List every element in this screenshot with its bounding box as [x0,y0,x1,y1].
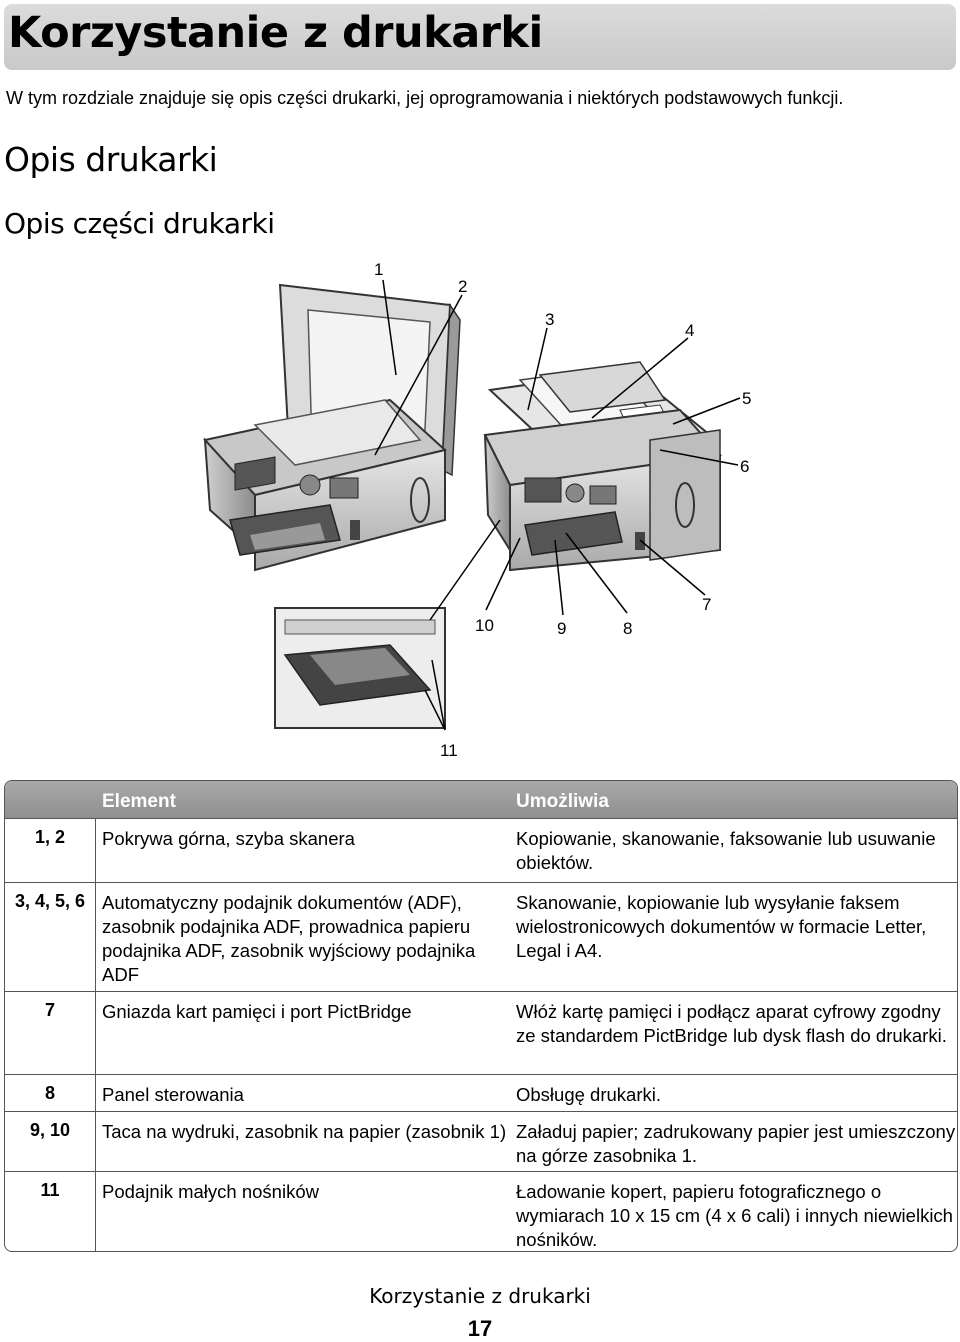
row-function: Włóż kartę pamięci i podłącz aparat cyfr… [516,1001,947,1046]
column-divider [95,819,96,1251]
row-number: 3, 4, 5, 6 [14,891,86,911]
callout-leader-lines [374,279,741,731]
parts-table: Element Umożliwia 1, 2 Pokrywa górna, sz… [4,780,958,1252]
header-element: Element [102,791,176,812]
callout-7: 7 [702,595,711,614]
callout-9: 9 [557,619,566,638]
table-row: 7 Gniazda kart pamięci i port PictBridge… [5,992,957,1075]
row-number: 1, 2 [34,827,66,847]
table-row: 8 Panel sterowania Obsługę drukarki. [5,1075,957,1112]
section-title: Opis drukarki [4,140,218,179]
callout-2: 2 [458,277,467,296]
row-function: Ładowanie kopert, papieru fotograficzneg… [516,1181,953,1250]
table-row: 11 Podajnik małych nośników Ładowanie ko… [5,1172,957,1251]
callout-1: 1 [374,260,383,279]
callout-10: 10 [475,616,494,635]
page-number: 17 [467,1316,493,1341]
callout-3: 3 [545,310,554,329]
row-element: Pokrywa górna, szyba skanera [102,828,355,849]
table-row: 1, 2 Pokrywa górna, szyba skanera Kopiow… [5,819,957,883]
callout-4: 4 [685,321,694,340]
header-function: Umożliwia [516,791,609,812]
callout-11: 11 [440,741,458,760]
row-function: Skanowanie, kopiowanie lub wysyłanie fak… [516,892,927,961]
row-number: 11 [40,1180,60,1200]
row-function: Kopiowanie, skanowanie, faksowanie lub u… [516,828,936,873]
printer-parts-figure: 1 2 3 4 5 6 7 8 9 10 11 [190,250,790,770]
row-element: Podajnik małych nośników [102,1181,319,1202]
subsection-title: Opis części drukarki [4,207,275,240]
printer-with-adf [483,361,722,572]
row-element: Gniazda kart pamięci i port PictBridge [102,1001,412,1022]
row-number: 9, 10 [29,1120,71,1140]
chapter-title: Korzystanie z drukarki [8,8,543,58]
row-function: Obsługę drukarki. [516,1084,661,1105]
chapter-header-bar [4,4,956,70]
printer-open-lid [203,283,461,572]
table-header: Element Umożliwia [5,781,957,819]
row-element: Automatyczny podajnik dokumentów (ADF), … [102,892,476,985]
small-media-feeder-inset [274,607,446,729]
row-number: 7 [44,1000,55,1020]
footer-chapter-title: Korzystanie z drukarki [369,1284,591,1308]
callout-6: 6 [740,457,749,476]
callout-8: 8 [623,619,632,638]
table-row: 9, 10 Taca na wydruki, zasobnik na papie… [5,1112,957,1172]
row-element: Panel sterowania [102,1084,244,1105]
row-number: 8 [44,1083,55,1103]
printer-illustration: 1 2 3 4 5 6 7 8 9 10 11 [203,260,751,760]
row-element: Taca na wydruki, zasobnik na papier (zas… [102,1121,507,1142]
callout-5: 5 [742,389,751,408]
row-function: Załaduj papier; zadrukowany papier jest … [516,1121,956,1166]
intro-paragraph: W tym rozdziale znajduje się opis części… [6,88,844,108]
table-row: 3, 4, 5, 6 Automatyczny podajnik dokumen… [5,883,957,992]
